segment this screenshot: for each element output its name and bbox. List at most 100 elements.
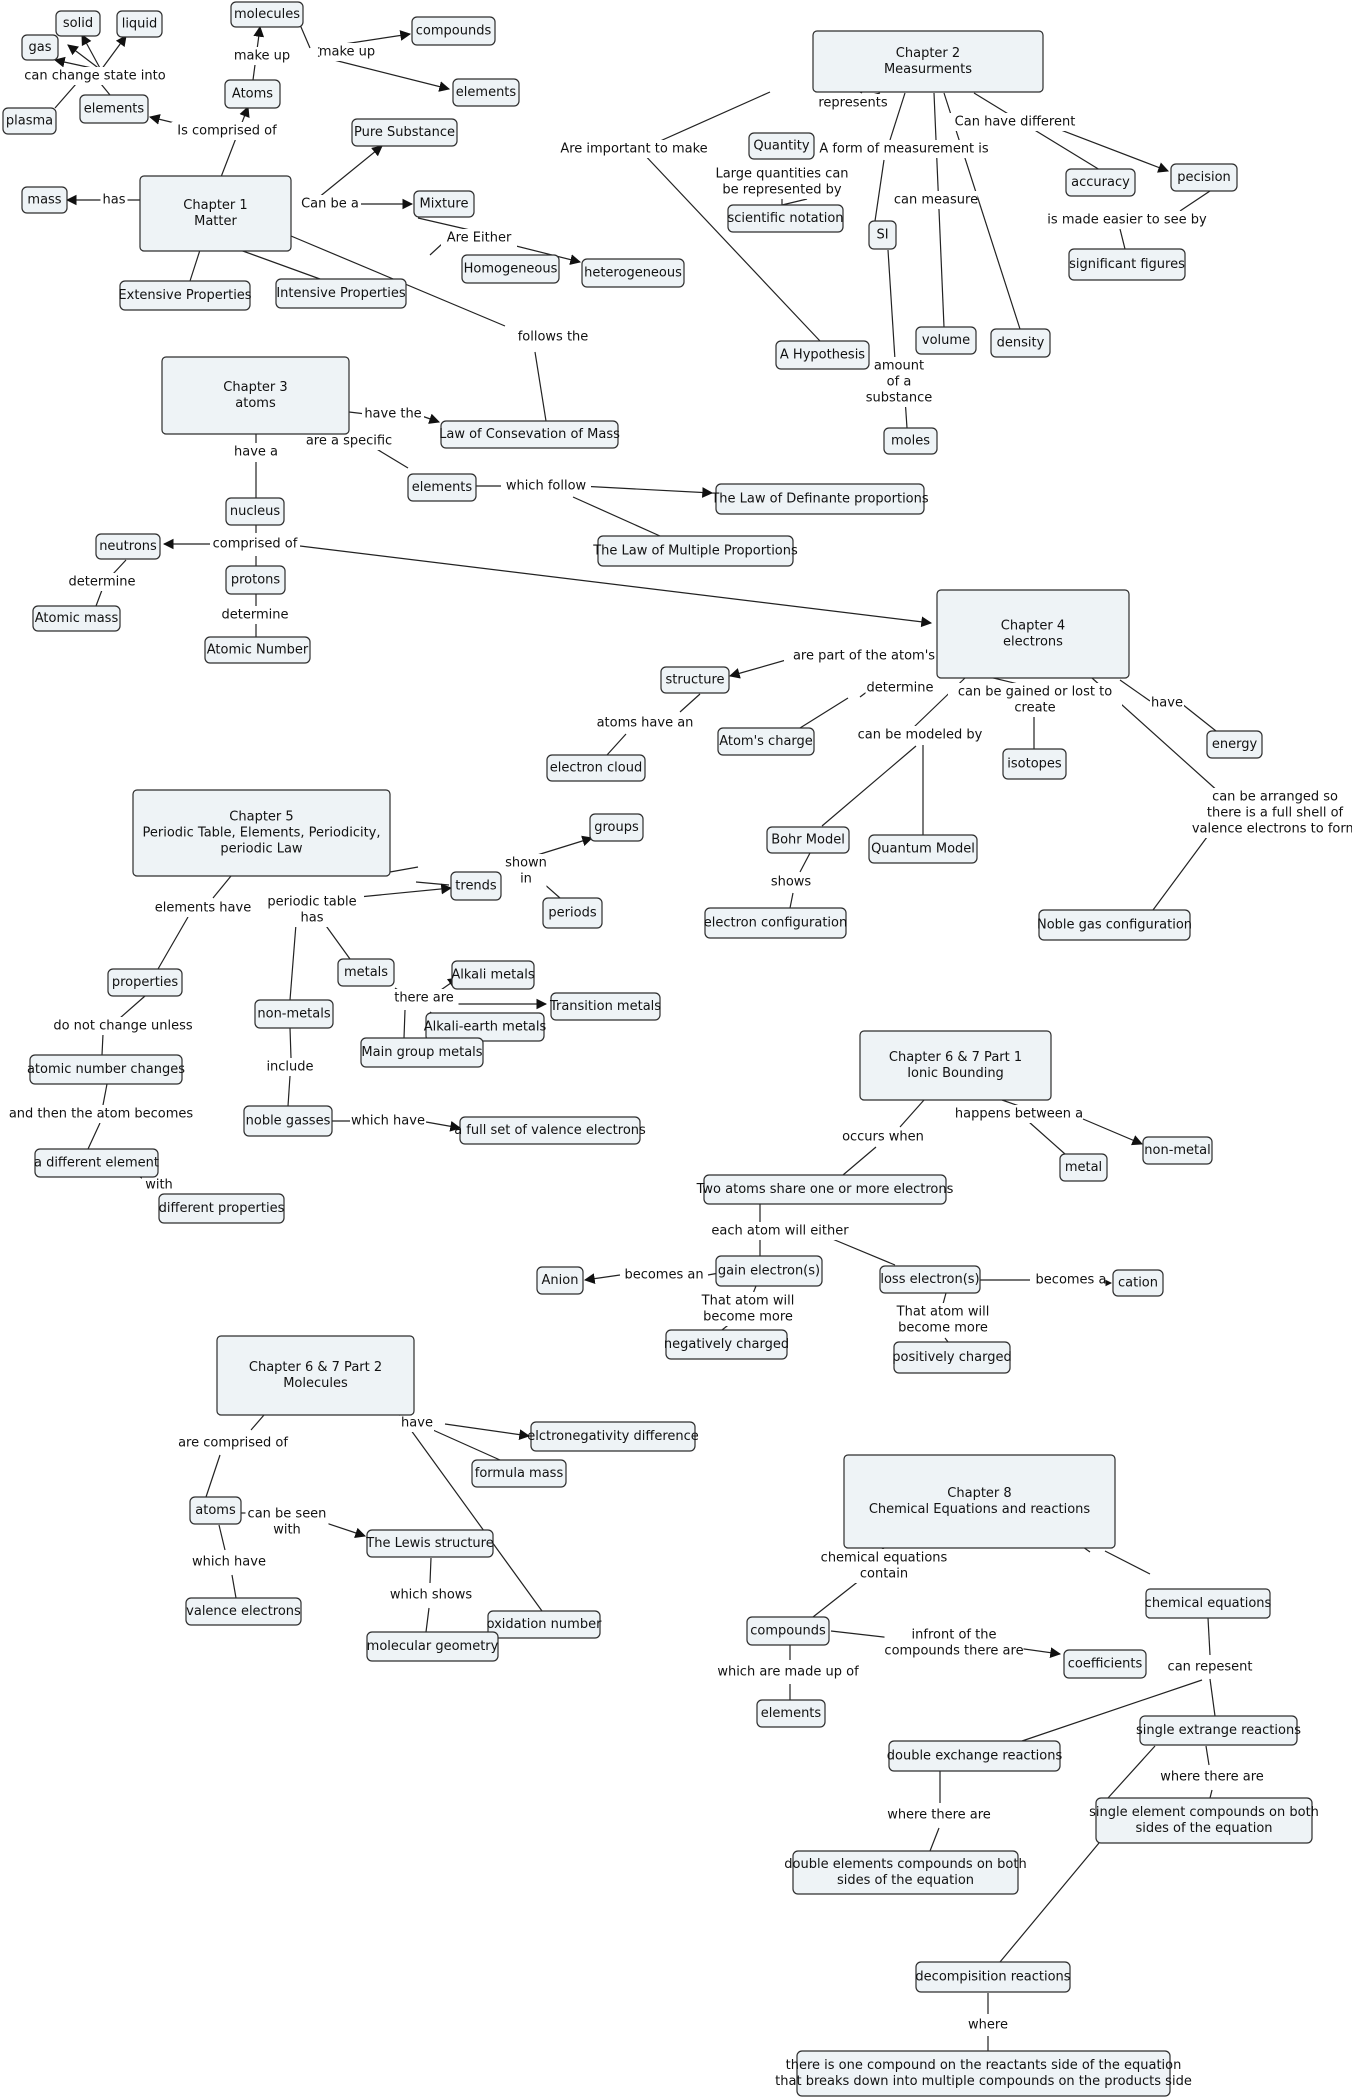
concept-node-properties[interactable]: properties (107, 968, 183, 997)
concept-node-elements8[interactable]: elements (756, 1699, 826, 1728)
concept-node-accuracy[interactable]: accuracy (1065, 168, 1136, 197)
concept-node-oxidation[interactable]: oxidation number (487, 1610, 603, 1639)
concept-node-moles[interactable]: moles (883, 427, 938, 455)
concept-node-sigfig[interactable]: significant figures (1068, 248, 1186, 281)
concept-node-precision[interactable]: pecision (1170, 163, 1238, 192)
concept-node-atomcharge[interactable]: Atom's charge (717, 727, 815, 756)
concept-node-liquid[interactable]: liquid (116, 10, 163, 38)
concept-node-lawmass[interactable]: Law of Consevation of Mass (439, 420, 620, 449)
concept-node-molgeom[interactable]: molecular geometry (366, 1631, 499, 1662)
concept-node-maingroup[interactable]: Main group metals (360, 1037, 484, 1068)
concept-node-atomicmass[interactable]: Atomic mass (32, 605, 121, 632)
node-box (879, 1265, 981, 1294)
concept-node-gain[interactable]: gain electron(s) (715, 1255, 823, 1287)
concept-node-nucleus[interactable]: nucleus (225, 497, 285, 526)
concept-node-plasma[interactable]: plasma (2, 107, 57, 135)
concept-node-periods[interactable]: periods (542, 897, 603, 929)
concept-node-electroneg[interactable]: elctronegativity difference (527, 1421, 699, 1452)
concept-node-bohr[interactable]: Bohr Model (766, 826, 850, 854)
concept-node-intensive[interactable]: Intensive Properties (275, 278, 407, 309)
concept-node-hypothesis[interactable]: A Hypothesis (775, 340, 870, 370)
concept-node-gas[interactable]: gas (21, 34, 59, 61)
concept-node-density[interactable]: density (990, 328, 1051, 358)
concept-node-pos[interactable]: positively charged (892, 1341, 1012, 1374)
concept-node-si[interactable]: SI (868, 220, 897, 250)
concept-node-elements2[interactable]: elements (452, 78, 520, 107)
concept-node-neg[interactable]: negatively charged (664, 1329, 789, 1360)
concept-node-transition[interactable]: Transition metals (549, 992, 661, 1021)
concept-node-lewis[interactable]: The Lewis structure (365, 1529, 494, 1558)
concept-node-cation[interactable]: cation (1112, 1269, 1164, 1297)
concept-node-elements1[interactable]: elements (79, 94, 149, 124)
concept-node-coeff[interactable]: coefficients (1063, 1649, 1147, 1679)
concept-node-single[interactable]: single extrange reactions (1136, 1715, 1301, 1746)
concept-node-atoms1[interactable]: Atoms (224, 79, 281, 109)
concept-node-pure[interactable]: Pure Substance (351, 118, 458, 147)
concept-node-extensive[interactable]: Extensive Properties (118, 280, 252, 311)
concept-node-molecules[interactable]: molecules (230, 1, 304, 28)
concept-node-quantity[interactable]: Quantity (748, 132, 815, 160)
concept-node-noblegas[interactable]: Noble gas configuration (1037, 909, 1192, 941)
concept-node-lawmult[interactable]: The Law of Multiple Proportions (592, 535, 798, 567)
concept-node-anion[interactable]: Anion (536, 1266, 584, 1295)
concept-node-atoms6[interactable]: atoms (189, 1496, 242, 1525)
concept-node-elements3[interactable]: elements (407, 473, 477, 502)
concept-node-structure[interactable]: structure (660, 666, 730, 694)
concept-node-metals5[interactable]: metals (337, 958, 395, 987)
concept-node-solid[interactable]: solid (55, 10, 101, 37)
node-box (55, 10, 101, 37)
concept-node-ecloud[interactable]: electron cloud (546, 754, 646, 782)
concept-node-double[interactable]: double exchange reactions (887, 1740, 1063, 1772)
concept-node-econfig[interactable]: electron configuration (704, 907, 847, 939)
concept-node-alkali[interactable]: Alkali metals (451, 960, 535, 990)
concept-node-metal[interactable]: metal (1059, 1153, 1108, 1182)
concept-node-mass[interactable]: mass (21, 186, 68, 214)
concept-node-fullset[interactable]: a full set of valence electrons (454, 1116, 646, 1145)
concept-node-lawdef[interactable]: The Law of Definante proportions (710, 483, 929, 515)
concept-node-energy[interactable]: energy (1206, 730, 1263, 759)
connector-arrow (579, 485, 714, 498)
concept-node-heterog[interactable]: heterogeneous (581, 258, 685, 288)
connector-segment (1209, 1789, 1213, 1799)
concept-node-neutrons[interactable]: neutrons (95, 533, 161, 560)
concept-node-isotopes[interactable]: isotopes (1002, 748, 1067, 780)
concept-node-valence[interactable]: valence electrons (185, 1597, 302, 1626)
node-label: Measurments (884, 62, 972, 77)
concept-node-atomicchange[interactable]: atomic number changes (27, 1054, 185, 1085)
concept-node-loss[interactable]: loss electron(s) (879, 1265, 981, 1294)
concept-node-compounds8[interactable]: compounds (746, 1616, 830, 1646)
concept-node-scinot[interactable]: scientific notation (727, 204, 844, 233)
concept-node-noblegasses[interactable]: noble gasses (243, 1105, 333, 1137)
concept-node-quantum[interactable]: Quantum Model (868, 834, 978, 864)
concept-node-formulamass[interactable]: formula mass (471, 1459, 567, 1488)
concept-node-trends[interactable]: trends (450, 871, 502, 901)
concept-node-compounds1[interactable]: compounds (411, 16, 496, 46)
concept-node-diffelement[interactable]: a different element (34, 1148, 159, 1178)
link-label-text: follows the (518, 330, 589, 345)
concept-node-onecomp[interactable]: there is one compound on the reactants s… (775, 2050, 1192, 2097)
concept-node-protons[interactable]: protons (225, 565, 286, 595)
concept-node-twoatoms[interactable]: Two atoms share one or more electrons (696, 1174, 954, 1205)
concept-node-homog[interactable]: Homogeneous (461, 254, 560, 284)
chapter-node-chemeq[interactable]: chemical equations (1145, 1588, 1272, 1619)
concept-node-mixture[interactable]: Mixture (413, 190, 475, 218)
concept-node-diffprops[interactable]: different properties (158, 1193, 285, 1224)
concept-node-alkearth[interactable]: Alkali-earth metals (424, 1012, 547, 1042)
concept-node-atomicnum[interactable]: Atomic Number (204, 636, 311, 664)
concept-node-nonmetals5[interactable]: non-metals (254, 999, 334, 1029)
concept-node-volume[interactable]: volume (915, 326, 977, 355)
concept-node-nonmetal[interactable]: non-metal (1142, 1136, 1213, 1165)
link-label-determine1: determine (67, 573, 137, 591)
concept-node-groups[interactable]: groups (589, 813, 644, 842)
concept-node-decomp[interactable]: decompisition reactions (915, 1961, 1071, 1993)
